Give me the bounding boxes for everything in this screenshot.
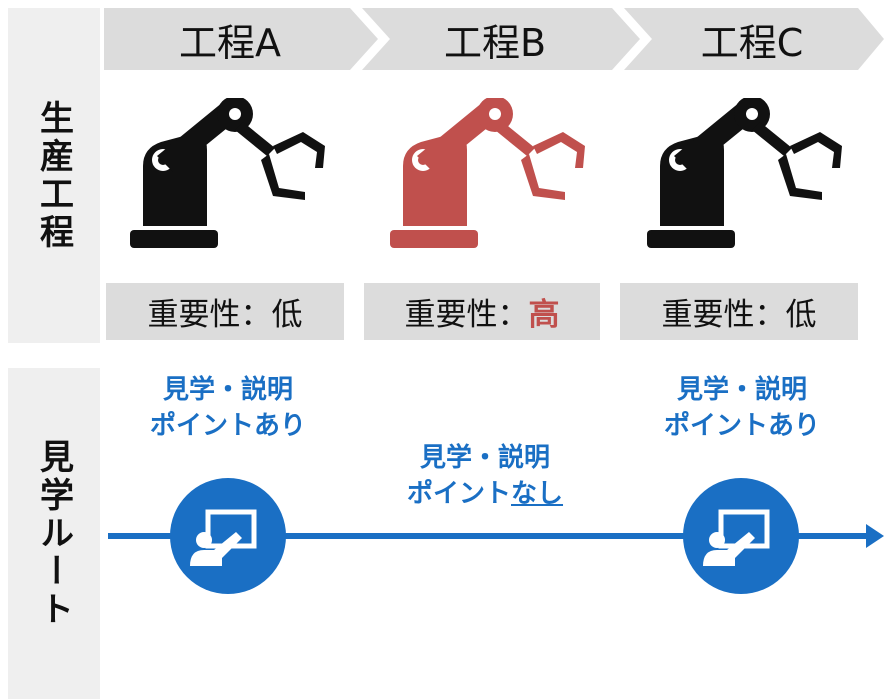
tour-point-c: 見学・説明 ポイントあり [632,372,852,444]
step-b-chevron [362,8,640,70]
process-arrow-header [104,8,884,70]
production-section-panel: 生産工程 [8,8,100,343]
tour-point-none-emphasis: なし [511,479,564,509]
route-arrowhead [866,524,884,548]
tour-point-line2: ポイントあり [663,411,820,441]
step-a-label: 工程A [179,20,281,65]
tour-point-b: 見学・説明 ポイントなし [380,440,590,512]
step-a-chevron [104,8,378,70]
robot-arm-icon-a [130,98,325,248]
step-c-chevron [624,8,884,70]
importance-box-b: 重要性：高 [364,283,600,340]
robot-arm-icon-c [647,98,842,248]
tour-point-line2-prefix: ポイント [406,479,511,509]
importance-prefix: 重要性： [404,297,529,333]
production-section-label: 生産工程 [33,99,74,252]
tour-point-line1: 見学・説明 [419,443,550,473]
tour-point-line1: 見学・説明 [162,375,293,405]
tour-section-panel: 見学ルート [8,368,100,699]
importance-value: 低 [271,297,303,333]
importance-value: 低 [785,297,817,333]
tour-point-line2: ポイントなし [380,476,590,512]
importance-prefix: 重要性： [147,297,272,333]
importance-box-a: 重要性：低 [106,283,344,340]
importance-value-high: 高 [528,297,560,333]
step-c-label: 工程C [700,20,804,65]
tour-point-line1: 見学・説明 [676,375,807,405]
robot-arm-icon-b [390,98,585,248]
presentation-icon [683,478,799,594]
presentation-icon [170,478,286,594]
importance-prefix: 重要性： [661,297,786,333]
importance-box-c: 重要性：低 [620,283,858,340]
tour-point-line2: ポイントあり [149,411,306,441]
step-b-label: 工程B [443,20,547,65]
tour-point-a: 見学・説明 ポイントあり [118,372,338,444]
tour-section-label: 見学ルート [33,438,74,629]
